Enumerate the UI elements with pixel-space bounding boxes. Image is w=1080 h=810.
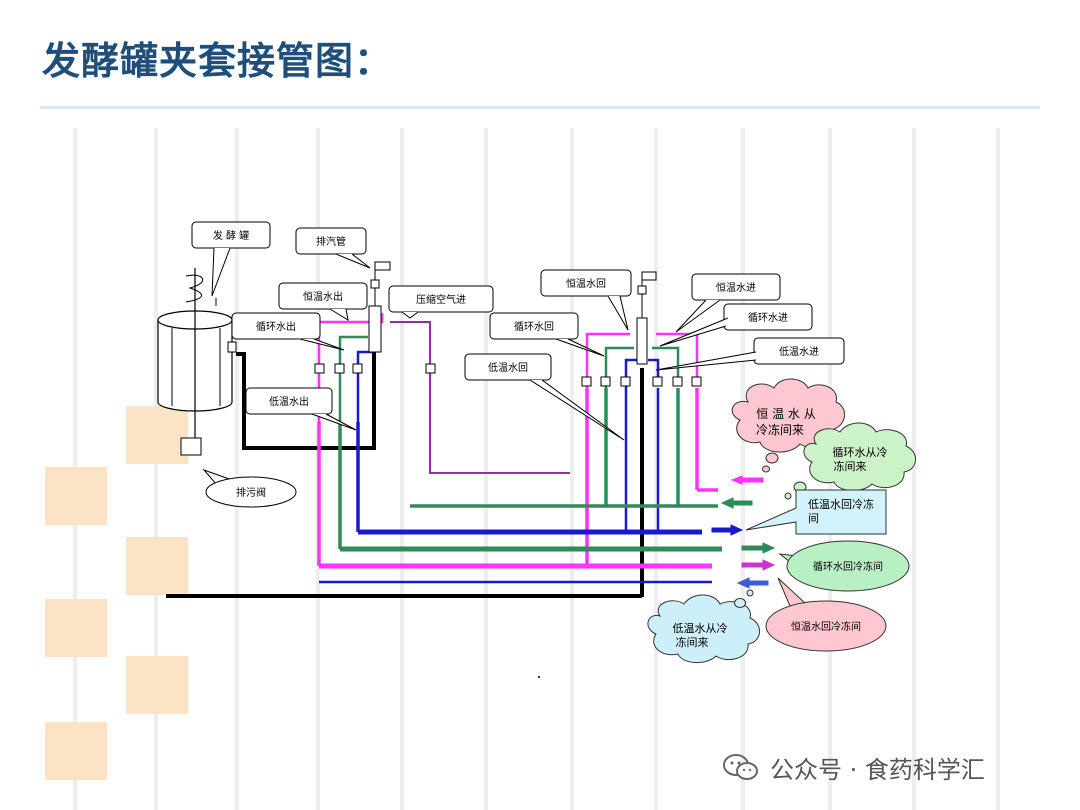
cloud-text-low-2: 冻间来: [676, 635, 709, 649]
label-low-temp-in: 低温水进: [779, 345, 819, 358]
bg-stripe: [400, 128, 404, 810]
callout-circ-return-cold-room: 循环水回冷冻间: [778, 540, 910, 592]
bg-stripe: [235, 128, 239, 810]
bg-stripe: [654, 128, 658, 810]
left-blue-pipe: [356, 350, 372, 532]
right-vertical-pipes: [585, 332, 699, 597]
label-circ-water-return: 循环水回: [514, 320, 554, 333]
callout-text-circ-return: 循环水回冷冻间: [813, 560, 883, 573]
callout-text-const-return: 恒温水回冷冻间: [791, 620, 861, 633]
label-circ-water-in: 循环水进: [748, 311, 788, 324]
wechat-icon: [723, 753, 758, 780]
callout-fermenter: 发 酵 罐: [191, 221, 271, 297]
label-drain-valve: 排污阀: [236, 486, 266, 499]
callout-low-temp-in: 低温水进: [655, 337, 845, 371]
cloud-circ-from-cold-room: 循环水从冷 冻间来: [784, 422, 916, 500]
callout-compressed-air-in: 压缩空气进: [388, 285, 494, 319]
label-const-temp-out: 恒温水出: [303, 290, 343, 303]
left-exhaust-assembly: [368, 261, 391, 353]
title-divider: [40, 106, 1040, 109]
deco-square: [45, 467, 107, 525]
left-valves: [314, 363, 436, 374]
cloud-text-const-temp-2: 冷冻间来: [756, 422, 804, 437]
callout-text-low-return-2: 间: [808, 512, 819, 525]
watermark: 公众号 · 食药科学汇: [722, 750, 985, 785]
callout-circ-water-return: 循环水回: [489, 312, 605, 357]
deco-square: [126, 656, 188, 714]
bg-stripe: [996, 128, 1000, 810]
cloud-low-from-cold-room: 低温水从冷 冻间来: [647, 589, 760, 663]
cloud-text-low-1: 低温水从冷: [673, 622, 728, 635]
callout-const-return-cold-room: 恒温水回冷冻间: [765, 577, 887, 652]
fermenter-tank: [157, 268, 237, 456]
callout-circ-water-out: 循环水出: [231, 312, 345, 351]
flow-arrows: [711, 475, 776, 589]
callout-const-temp-out: 恒温水出: [278, 282, 368, 322]
bg-stripe: [570, 128, 574, 810]
left-black-pipe: [236, 334, 376, 450]
callout-text-low-return-1: 低温水回冷冻: [808, 497, 874, 511]
callout-drain-valve: 排污阀: [202, 468, 297, 508]
page-title: 发酵罐夹套接管图：: [42, 39, 394, 83]
label-fermenter: 发 酵 罐: [213, 229, 249, 242]
cloud-text-const-temp-1: 恒 温 水 从: [756, 407, 815, 421]
callout-const-temp-return: 恒温水回: [540, 269, 632, 331]
callout-low-temp-return: 低温水回: [464, 353, 625, 441]
bg-stripe: [484, 128, 488, 810]
compressed-air-pipe: [390, 321, 570, 474]
callout-circ-water-in: 循环水进: [659, 303, 813, 347]
callout-exhaust-pipe: 排汽管: [295, 227, 371, 269]
label-const-temp-in: 恒温水进: [716, 281, 756, 294]
label-low-temp-return: 低温水回: [488, 361, 528, 374]
label-low-temp-out: 低温水出: [269, 395, 309, 408]
right-valves: [581, 376, 702, 387]
callout-const-temp-in: 恒温水进: [675, 273, 781, 333]
label-compressed-air-in: 压缩空气进: [416, 293, 466, 306]
bg-stripe: [154, 128, 158, 810]
label-circ-water-out: 循环水出: [256, 320, 296, 333]
callout-low-temp-out: 低温水出: [245, 387, 357, 431]
label-exhaust-pipe: 排汽管: [316, 235, 346, 248]
watermark-text: 公众号 · 食药科学汇: [770, 756, 985, 784]
bg-stripe: [912, 128, 916, 810]
deco-square: [126, 537, 188, 595]
cloud-const-temp-from-cold-room: 恒 温 水 从 冷冻间来: [731, 378, 845, 473]
callout-low-return-cold-room: 低温水回冷冻 间: [745, 489, 887, 535]
cloud-text-circ-1: 循环水从冷: [833, 446, 888, 459]
left-green-pipe: [338, 335, 368, 549]
deco-square: [126, 406, 188, 464]
label-const-temp-return: 恒温水回: [566, 277, 606, 290]
right-exhaust-assembly: [636, 271, 657, 365]
bg-stripe: [741, 128, 745, 810]
horizontal-mains: [166, 488, 722, 598]
deco-square: [45, 722, 107, 780]
cloud-text-circ-2: 冻间来: [834, 459, 867, 473]
deco-square: [45, 599, 107, 657]
